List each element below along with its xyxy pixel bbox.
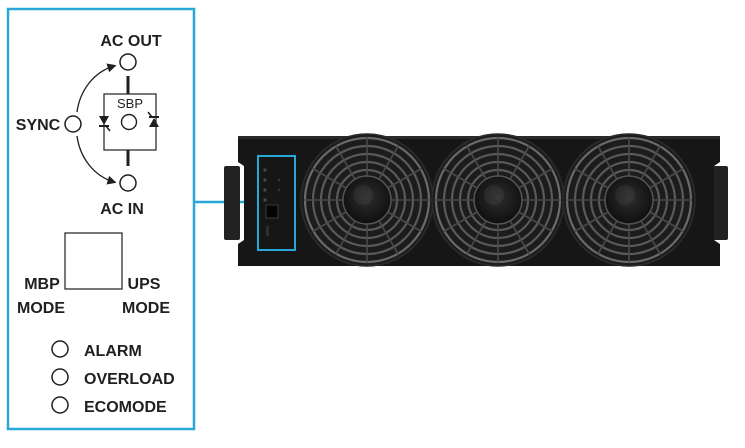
mode-switch [64, 232, 123, 290]
mbp-mode-label: MODE [17, 300, 65, 317]
thyristor-right-icon [147, 111, 159, 127]
front-led-icon [263, 188, 267, 192]
overload-led-icon [51, 368, 69, 386]
thyristor-left-icon [99, 116, 111, 132]
mounting-ear-right [712, 166, 728, 240]
sync-label: SYNC [16, 117, 61, 134]
front-led-icon [263, 168, 267, 172]
fan-icon [300, 133, 434, 267]
overload-label: OVERLOAD [84, 371, 175, 388]
highlight-frame [257, 155, 296, 251]
arrow-to-ac-out-icon [76, 63, 117, 113]
ac-out-led-icon [119, 53, 137, 71]
ecomode-label: ECOMODE [84, 399, 167, 416]
arrow-to-ac-in-icon [76, 135, 117, 185]
ups-mode-label: MODE [122, 300, 170, 317]
ac-in-led-icon [119, 174, 137, 192]
control-panel: AC OUT SBP SYNC AC IN MBP [6, 7, 196, 431]
alarm-label: ALARM [84, 343, 142, 360]
front-led-icon [263, 198, 267, 202]
alarm-led-icon [51, 340, 69, 358]
fan-icon [431, 133, 565, 267]
ups-label: UPS [128, 276, 161, 293]
sync-led-icon [64, 115, 82, 133]
sbp-led-icon [120, 113, 138, 131]
panel-frame [6, 7, 196, 431]
front-indicator-module [263, 168, 281, 236]
mounting-ear-left [224, 166, 240, 240]
ac-out-label: AC OUT [100, 33, 162, 50]
mbp-label: MBP [24, 276, 60, 293]
fan-icon [562, 133, 696, 267]
ac-in-label: AC IN [100, 201, 144, 218]
sbp-label: SBP [117, 96, 143, 111]
front-mode-switch [265, 204, 279, 219]
ecomode-led-icon [51, 396, 69, 414]
ups-chassis [224, 133, 728, 267]
front-led-icon [263, 178, 267, 182]
